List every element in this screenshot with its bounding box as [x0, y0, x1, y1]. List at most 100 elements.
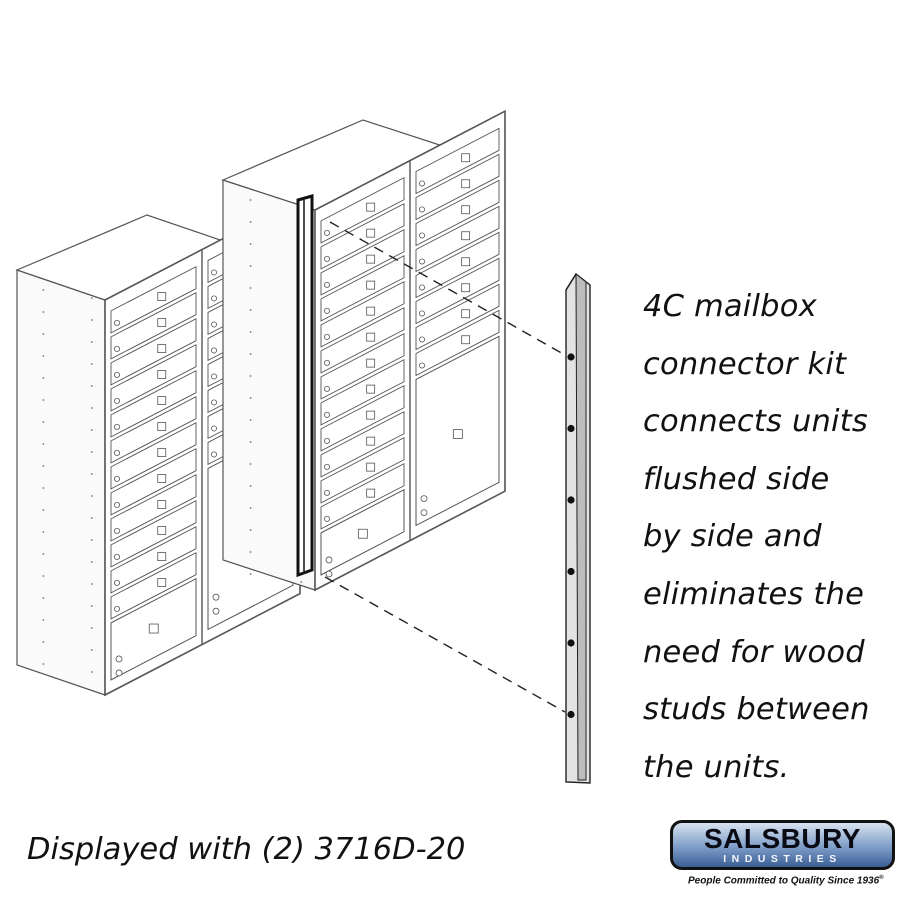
- rivet-dot: [90, 473, 93, 475]
- rivet-dot: [42, 377, 45, 379]
- logo-tagline: People Committed to Quality Since 1936®: [688, 875, 884, 887]
- lock-icon: [323, 307, 330, 314]
- lock-icon: [420, 495, 428, 502]
- lock-icon: [114, 397, 121, 404]
- lock-icon: [114, 319, 121, 326]
- rivet-dot: [249, 375, 252, 377]
- label-holder: [157, 344, 167, 353]
- compartment-door: [415, 257, 500, 325]
- compartment-door: [320, 358, 405, 426]
- rivet-dot: [90, 539, 93, 541]
- label-holder: [366, 280, 376, 290]
- lock-icon: [114, 501, 121, 508]
- compartment-door: [110, 473, 197, 542]
- rivet-dot: [249, 243, 252, 245]
- mailbox-units: [15, 109, 506, 697]
- rivet-dot: [90, 297, 93, 299]
- rivet-dot: [90, 319, 93, 321]
- mount-hole: [567, 496, 575, 504]
- rivet-dot: [42, 619, 45, 621]
- rivet-dot: [90, 429, 93, 431]
- compartment-door: [110, 317, 197, 386]
- lock-icon: [418, 362, 425, 369]
- lock-icon: [114, 475, 121, 482]
- label-holder: [157, 422, 167, 431]
- logo-badge: SALSBURY INDUSTRIES: [670, 820, 895, 870]
- rivet-dot: [90, 451, 93, 453]
- lock-icon: [323, 333, 330, 340]
- compartment-door: [110, 343, 197, 412]
- rivet-dot: [90, 583, 93, 585]
- rivet-dot: [249, 287, 252, 289]
- rivet-dot: [249, 309, 252, 311]
- unit-side-panel: [16, 269, 106, 696]
- lock-icon: [418, 232, 425, 239]
- lock-icon: [323, 437, 330, 444]
- lock-icon: [210, 425, 217, 432]
- rivet-dot: [42, 597, 45, 599]
- compartment-door: [320, 462, 405, 530]
- rivet-dot: [90, 561, 93, 563]
- rivet-dot: [90, 605, 93, 607]
- rivet-dot: [249, 199, 252, 201]
- lock-icon: [114, 605, 121, 612]
- compartment-door: [415, 127, 500, 195]
- logo-subtitle: INDUSTRIES: [723, 853, 842, 865]
- label-holder: [366, 384, 376, 394]
- mailbox-unit: [221, 109, 506, 592]
- rivet-dot: [249, 265, 252, 267]
- label-holder: [366, 332, 376, 342]
- label-holder: [461, 153, 471, 163]
- description-line: flushed side: [643, 461, 830, 497]
- rivet-dot: [249, 397, 252, 399]
- lock-icon: [323, 229, 330, 236]
- label-holder: [452, 429, 463, 439]
- lock-icon: [114, 345, 121, 352]
- rivet-dot: [42, 443, 45, 445]
- compartment-door: [110, 369, 197, 438]
- rivet-dot: [42, 575, 45, 577]
- label-holder: [461, 335, 471, 345]
- rivet-dot: [42, 531, 45, 533]
- mount-hole: [567, 353, 575, 361]
- label-holder: [357, 528, 368, 539]
- compartment-door: [415, 283, 500, 351]
- compartment-door: [110, 421, 197, 490]
- compartment-door: [415, 231, 500, 299]
- rivet-dot: [90, 649, 93, 651]
- description-line: need for wood: [643, 634, 865, 670]
- lock-icon: [210, 295, 217, 302]
- lock-icon: [418, 258, 425, 265]
- lock-icon: [210, 347, 217, 354]
- lock-icon: [325, 570, 333, 578]
- lock-icon: [420, 509, 428, 516]
- label-holder: [366, 254, 376, 264]
- rivet-dot: [249, 221, 252, 223]
- label-holder: [157, 526, 167, 535]
- rivet-dot: [90, 495, 93, 497]
- label-holder: [157, 552, 167, 561]
- label-holder: [157, 370, 167, 379]
- label-holder: [366, 202, 376, 212]
- rivet-dot: [249, 573, 252, 575]
- compartment-door: [110, 291, 197, 360]
- rivet-dot: [42, 553, 45, 555]
- rivet-dot: [249, 529, 252, 531]
- lock-icon: [114, 527, 121, 534]
- compartment-door: [110, 395, 197, 464]
- compartment-door: [415, 309, 500, 377]
- rivet-dot: [90, 627, 93, 629]
- description-line: by side and: [643, 519, 822, 555]
- lock-icon: [323, 515, 330, 522]
- lock-icon: [210, 399, 217, 406]
- label-holder: [461, 205, 471, 215]
- logo-name: SALSBURY: [704, 823, 861, 854]
- label-holder: [366, 488, 376, 498]
- rivet-dot: [249, 485, 252, 487]
- label-holder: [366, 462, 376, 472]
- lock-icon: [418, 310, 425, 317]
- rivet-dot: [42, 421, 45, 423]
- rivet-dot: [42, 641, 45, 643]
- description-line: the units.: [643, 749, 790, 785]
- connector-top-edge: [565, 273, 577, 291]
